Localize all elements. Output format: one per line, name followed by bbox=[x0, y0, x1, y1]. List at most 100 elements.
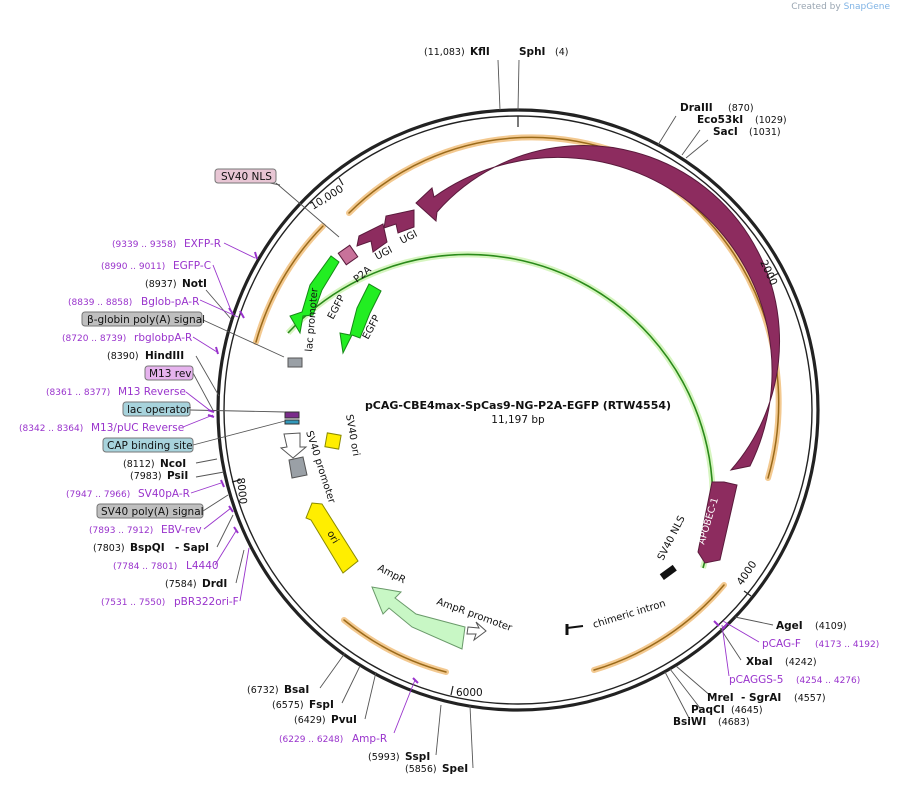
boxed-labels: SV40 NLS β-globin poly(A) signal M13 rev… bbox=[81, 168, 277, 519]
lac-operator-box[interactable] bbox=[284, 411, 300, 419]
range-egfpc: (8990 .. 9011) bbox=[101, 262, 165, 272]
name-pvui[interactable]: PvuI bbox=[331, 714, 357, 726]
name-spei[interactable]: SpeI bbox=[442, 763, 468, 775]
name-fspi[interactable]: FspI bbox=[309, 699, 334, 711]
sv40-ori-box[interactable] bbox=[324, 432, 342, 450]
name-notl[interactable]: NotI bbox=[182, 278, 207, 290]
primer-labels: (9339 .. 9358) EXFP-R (8990 .. 9011) EGF… bbox=[19, 238, 879, 745]
ampr-arrow[interactable] bbox=[371, 586, 466, 650]
line-lacop bbox=[189, 409, 286, 413]
boxtext-sv40pa: SV40 poly(A) signal bbox=[101, 506, 204, 518]
boxtext-m13rev: M13 rev bbox=[149, 368, 192, 380]
apobec-arrow[interactable] bbox=[697, 481, 738, 564]
green-arc-line bbox=[287, 253, 714, 569]
name-bsai[interactable]: BsaI bbox=[284, 684, 309, 696]
pos-mrei: (4557) bbox=[794, 693, 826, 704]
range-pcagf: (4173 .. 4192) bbox=[815, 640, 879, 650]
name-m13puc[interactable]: M13/pUC Reverse bbox=[91, 422, 184, 434]
line-spei bbox=[469, 705, 474, 769]
name-psii[interactable]: PsiI bbox=[167, 470, 188, 482]
name-eco53ki[interactable]: Eco53kI bbox=[697, 114, 743, 126]
pos-paqci: (4645) bbox=[731, 705, 763, 716]
pos-fspi: (6575) bbox=[272, 700, 304, 711]
line-fspi bbox=[341, 665, 361, 704]
coverage-arc-lowright bbox=[591, 582, 727, 673]
box-sv40pa[interactable] bbox=[96, 503, 204, 519]
primer-lines bbox=[182, 242, 760, 734]
name-xbai[interactable]: XbaI bbox=[746, 656, 773, 668]
name-ncoi[interactable]: NcoI bbox=[160, 458, 186, 470]
ugi-arrow-1[interactable] bbox=[383, 209, 415, 234]
box-sv40nls[interactable] bbox=[214, 168, 277, 184]
pline-pcagf bbox=[722, 620, 760, 643]
line-m13rev bbox=[192, 372, 215, 413]
name-rbglob[interactable]: rbglobpA-R bbox=[134, 332, 192, 344]
name-pbr[interactable]: pBR322ori-F bbox=[174, 596, 239, 608]
box-lacop[interactable] bbox=[122, 401, 191, 417]
lac-promoter-box[interactable] bbox=[287, 357, 303, 368]
name-ampr[interactable]: Amp-R bbox=[352, 733, 387, 745]
ori-arrow[interactable] bbox=[305, 502, 359, 574]
name-sphi[interactable]: SphI bbox=[519, 46, 545, 58]
p2a-box[interactable] bbox=[337, 244, 359, 266]
label-ampr: AmpR bbox=[376, 563, 408, 586]
sv40-promoter-box[interactable] bbox=[288, 456, 308, 479]
name-pcagf[interactable]: pCAG-F bbox=[762, 638, 801, 650]
pline-ebv bbox=[203, 507, 232, 530]
name-bsiwi[interactable]: BsiWI bbox=[673, 716, 706, 728]
range-ampr: (6229 .. 6248) bbox=[279, 735, 343, 745]
name-bspqi[interactable]: BspQI bbox=[130, 542, 165, 554]
name-hindiii[interactable]: HindIII bbox=[145, 350, 184, 362]
range-m13puc: (8342 .. 8364) bbox=[19, 424, 83, 434]
site-lines bbox=[189, 59, 774, 769]
name-m13r[interactable]: M13 Reverse bbox=[118, 386, 186, 398]
name-saci[interactable]: SacI bbox=[713, 126, 738, 138]
name-sspi[interactable]: SspI bbox=[405, 751, 430, 763]
box-cap[interactable] bbox=[102, 437, 194, 453]
cas9-arrow[interactable] bbox=[415, 144, 781, 471]
ptick-l4440 bbox=[233, 526, 239, 534]
tick-10000 bbox=[338, 177, 344, 186]
scale-6000: 6000 bbox=[456, 687, 483, 699]
range-ebv: (7893 .. 7912) bbox=[89, 526, 153, 536]
line-hindiii bbox=[195, 355, 220, 397]
name-pcaggs[interactable]: pCAGGS-5 bbox=[729, 674, 783, 686]
line-psii bbox=[195, 471, 225, 478]
range-l4440: (7784 .. 7801) bbox=[113, 562, 177, 572]
pline-bglob bbox=[199, 299, 239, 318]
pos-kfli: (11,083) bbox=[424, 47, 465, 58]
name-bglob[interactable]: Bglob-pA-R bbox=[141, 296, 199, 308]
ptick-sv40pa bbox=[220, 479, 225, 488]
ptick-m13puc bbox=[207, 414, 215, 418]
sv40-promoter-arrow[interactable] bbox=[279, 432, 308, 459]
ampr-promoter-arrow[interactable] bbox=[466, 621, 487, 642]
name-draiii[interactable]: DraIII bbox=[680, 102, 713, 114]
name-l4440[interactable]: L4440 bbox=[186, 560, 219, 572]
name-kfli[interactable]: KflI bbox=[470, 46, 490, 58]
site-labels: (11,083) KflI SphI (4) DraIII (870) Eco5… bbox=[93, 46, 847, 775]
name-mrei[interactable]: MreI bbox=[707, 692, 734, 704]
box-m13rev[interactable] bbox=[144, 365, 194, 381]
tick-8000 bbox=[231, 479, 241, 483]
name-exfp[interactable]: EXFP-R bbox=[184, 238, 221, 250]
egfp-arrow-2[interactable] bbox=[339, 283, 382, 355]
line-bglobin bbox=[202, 319, 285, 358]
pos-draiii: (870) bbox=[728, 103, 754, 114]
cap-site-box[interactable] bbox=[284, 419, 300, 425]
plasmid-name: pCAG-CBE4max-SpCas9-NG-P2A-EGFP (RTW4554… bbox=[365, 399, 671, 412]
ugi-arrow-2[interactable] bbox=[356, 223, 388, 253]
label-chimintron: chimeric intron bbox=[592, 598, 667, 631]
line-drdi bbox=[235, 549, 245, 584]
name-egfpc[interactable]: EGFP-C bbox=[173, 260, 211, 272]
pos-bsai: (6732) bbox=[247, 685, 279, 696]
name-sv40pa[interactable]: SV40pA-R bbox=[138, 488, 190, 500]
name-ebv[interactable]: EBV-rev bbox=[161, 524, 202, 536]
extra-mrei[interactable]: - SgrAI bbox=[741, 692, 781, 704]
feature-labels: Cas9 UGI UGI P2A EGFP EGFP APOBEC-1 SV40… bbox=[303, 224, 721, 634]
name-agei[interactable]: AgeI bbox=[776, 620, 803, 632]
box-bglobin[interactable] bbox=[81, 311, 203, 327]
egfp-arrow-1[interactable] bbox=[289, 255, 340, 335]
name-paqci[interactable]: PaqCI bbox=[691, 704, 725, 716]
extra-bspqi[interactable]: - SapI bbox=[175, 542, 209, 554]
name-drdi[interactable]: DrdI bbox=[202, 578, 227, 590]
